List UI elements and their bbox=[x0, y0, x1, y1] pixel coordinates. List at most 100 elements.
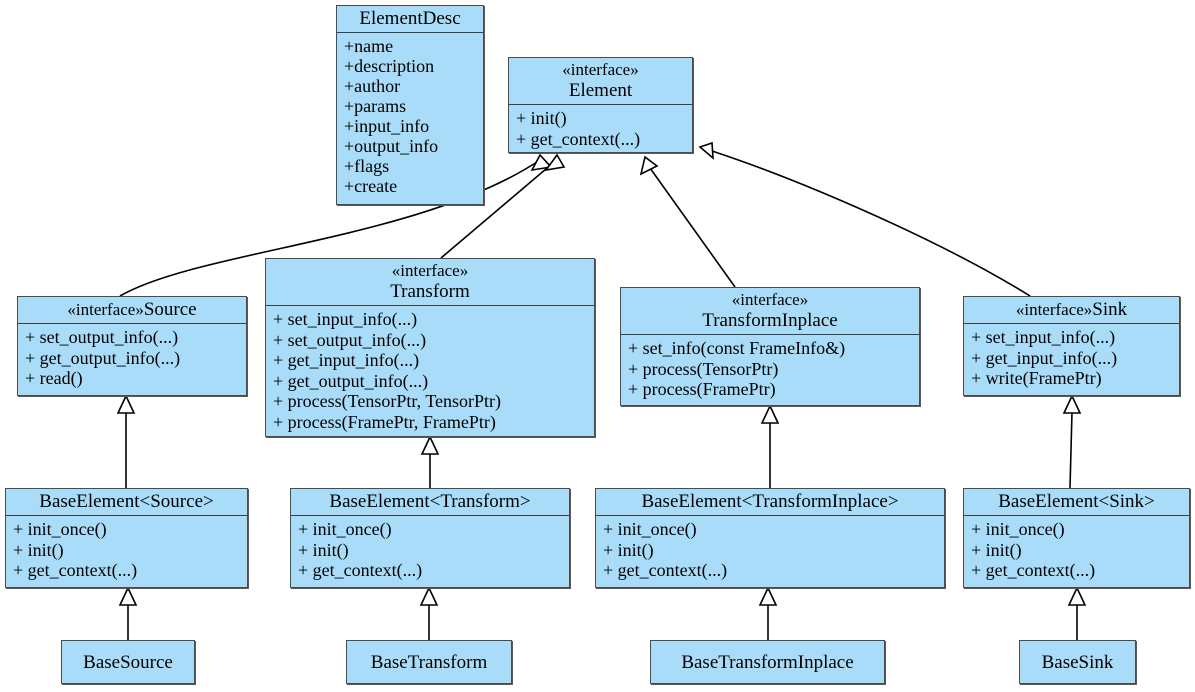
operation-row: + get_input_info(...) bbox=[971, 347, 1118, 368]
edge-baseelementsink-to-sink bbox=[1062, 394, 1082, 489]
edge-baseelementtransforminplace-to-transforminplace bbox=[760, 404, 780, 488]
class-operations-base-element-transform-inplace: + init_once() + init() + get_context(...… bbox=[596, 516, 944, 585]
class-name-transform: Transform bbox=[390, 281, 470, 302]
class-node-base-element-sink[interactable]: BaseElement<Sink> + init_once() + init()… bbox=[963, 488, 1190, 588]
class-operations-base-element-sink: + init_once() + init() + get_context(...… bbox=[964, 516, 1189, 585]
stereotype-label-transform-inplace: «interface» bbox=[731, 290, 809, 309]
class-node-base-source[interactable]: BaseSource bbox=[61, 640, 195, 684]
operation-row: + set_input_info(...) bbox=[971, 327, 1116, 347]
operation-row: + init() bbox=[516, 108, 567, 128]
class-title-base-transform-inplace: BaseTransformInplace bbox=[681, 652, 853, 673]
edge-baseelementsource-to-source bbox=[116, 394, 136, 488]
class-name-base-transform: BaseTransform bbox=[370, 651, 488, 673]
operation-row: + process(TensorPtr, TensorPtr) bbox=[273, 391, 502, 411]
class-node-base-element-source[interactable]: BaseElement<Source> + init_once() + init… bbox=[5, 488, 248, 588]
edge-basetransform-to-baseelementtransform bbox=[419, 586, 439, 640]
class-node-transform[interactable]: «interface» Transform + set_input_info(.… bbox=[265, 258, 595, 437]
class-name-base-element-transform: BaseElement<Transform> bbox=[329, 491, 531, 512]
operation-row: + init() bbox=[13, 539, 64, 560]
operation-row: + get_input_info(...) bbox=[273, 350, 420, 370]
class-title-base-element-sink: BaseElement<Sink> bbox=[964, 489, 1189, 516]
operation-row: + init() bbox=[971, 539, 1022, 560]
class-title-base-element-transform: BaseElement<Transform> bbox=[291, 489, 569, 516]
attribute-row: +output_info bbox=[344, 136, 439, 156]
edge-basesource-to-baseelementsource bbox=[118, 586, 138, 640]
class-operations-source: + set_output_info(...) + get_output_info… bbox=[18, 324, 246, 393]
class-title-base-element-source: BaseElement<Source> bbox=[6, 489, 247, 516]
operation-row: + get_context(...) bbox=[516, 128, 641, 149]
operation-row: + read() bbox=[25, 368, 83, 388]
operation-row: + init_once() bbox=[13, 519, 107, 539]
operation-row: + set_output_info(...) bbox=[25, 327, 179, 347]
class-title-source: «interface»Source bbox=[18, 297, 246, 324]
stereotype-label-element: «interface» bbox=[562, 60, 639, 79]
edge-transforminplace-to-element bbox=[639, 155, 736, 288]
class-node-base-transform[interactable]: BaseTransform bbox=[346, 640, 512, 684]
operation-row: + get_context(...) bbox=[298, 560, 423, 580]
class-title-base-sink: BaseSink bbox=[1042, 652, 1114, 673]
class-title-sink: «interface»Sink bbox=[964, 297, 1179, 324]
edge-baseelementtransform-to-transform bbox=[420, 435, 440, 488]
operation-row: + init_once() bbox=[298, 519, 392, 539]
attribute-row: +input_info bbox=[344, 116, 430, 136]
class-operations-sink: + set_input_info(...) + get_input_info(.… bbox=[964, 324, 1179, 393]
class-node-base-element-transform[interactable]: BaseElement<Transform> + init_once() + i… bbox=[290, 488, 570, 588]
class-operations-base-element-transform: + init_once() + init() + get_context(...… bbox=[291, 516, 569, 585]
attribute-row: +description bbox=[344, 56, 435, 76]
operation-row: + get_context(...) bbox=[13, 560, 138, 580]
operation-row: + init() bbox=[603, 539, 654, 560]
stereotype-label-source: «interface» bbox=[67, 300, 144, 319]
class-title-element: «interface» Element bbox=[509, 58, 692, 105]
class-name-transform-inplace: TransformInplace bbox=[702, 310, 838, 331]
stereotype-label-transform: «interface» bbox=[391, 261, 469, 280]
class-node-base-sink[interactable]: BaseSink bbox=[1019, 640, 1136, 684]
class-title-transform: «interface» Transform bbox=[266, 259, 594, 306]
class-name-element: Element bbox=[568, 80, 633, 101]
operation-row: + process(FramePtr) bbox=[628, 379, 776, 399]
class-name-base-transform-inplace: BaseTransformInplace bbox=[681, 651, 854, 673]
edge-basesink-to-baseelementsink bbox=[1067, 586, 1087, 640]
class-node-element[interactable]: «interface» Element + init() + get_conte… bbox=[508, 57, 693, 153]
class-name-source: Source bbox=[143, 299, 197, 320]
class-node-element-desc[interactable]: ElementDesc +name +description +author +… bbox=[336, 5, 484, 205]
operation-row: + set_output_info(...) bbox=[273, 329, 427, 350]
attribute-row: +params bbox=[344, 96, 407, 116]
class-name-base-sink: BaseSink bbox=[1041, 651, 1114, 673]
edge-basetransforminplace-to-baseelementtransforminplace bbox=[758, 586, 778, 640]
class-node-base-transform-inplace[interactable]: BaseTransformInplace bbox=[650, 640, 885, 684]
operation-row: + process(FramePtr, FramePtr) bbox=[273, 411, 496, 432]
class-name-base-element-sink: BaseElement<Sink> bbox=[998, 491, 1155, 512]
operation-row: + get_output_info(...) bbox=[25, 347, 181, 368]
class-operations-base-element-source: + init_once() + init() + get_context(...… bbox=[6, 516, 247, 585]
edge-sink-to-element bbox=[698, 141, 1031, 297]
operation-row: + init_once() bbox=[971, 519, 1065, 539]
class-title-transform-inplace: «interface» TransformInplace bbox=[621, 288, 919, 335]
operation-row: + get_output_info(...) bbox=[273, 370, 429, 391]
class-attributes-element-desc: +name +description +author +params +inpu… bbox=[337, 33, 483, 200]
operation-row: + init_once() bbox=[603, 519, 697, 539]
operation-row: + set_input_info(...) bbox=[273, 309, 418, 329]
class-node-source[interactable]: «interface»Source + set_output_info(...)… bbox=[17, 296, 247, 396]
operation-row: + write(FramePtr) bbox=[971, 368, 1102, 388]
class-name-base-element-source: BaseElement<Source> bbox=[39, 491, 214, 512]
attribute-row: +create bbox=[344, 176, 398, 196]
class-name-element-desc: ElementDesc bbox=[359, 8, 461, 29]
operation-row: + init() bbox=[298, 539, 349, 560]
operation-row: + get_context(...) bbox=[603, 560, 728, 580]
class-operations-transform-inplace: + set_info(const FrameInfo&) + process(T… bbox=[621, 335, 919, 404]
stereotype-label-sink: «interface» bbox=[1015, 300, 1093, 319]
attribute-row: +author bbox=[344, 76, 401, 96]
class-node-sink[interactable]: «interface»Sink + set_input_info(...) + … bbox=[963, 296, 1180, 396]
operation-row: + get_context(...) bbox=[971, 560, 1096, 580]
class-operations-element: + init() + get_context(...) bbox=[509, 105, 692, 153]
operation-row: + set_info(const FrameInfo&) bbox=[628, 338, 846, 358]
operation-row: + process(TensorPtr) bbox=[628, 358, 779, 379]
class-name-base-source: BaseSource bbox=[83, 651, 173, 673]
class-name-sink: Sink bbox=[1092, 299, 1128, 320]
class-node-transform-inplace[interactable]: «interface» TransformInplace + set_info(… bbox=[620, 287, 920, 406]
class-node-base-element-transform-inplace[interactable]: BaseElement<TransformInplace> + init_onc… bbox=[595, 488, 945, 588]
class-title-base-element-transform-inplace: BaseElement<TransformInplace> bbox=[596, 489, 944, 516]
class-title-base-source: BaseSource bbox=[83, 652, 173, 673]
class-title-base-transform: BaseTransform bbox=[371, 652, 487, 673]
